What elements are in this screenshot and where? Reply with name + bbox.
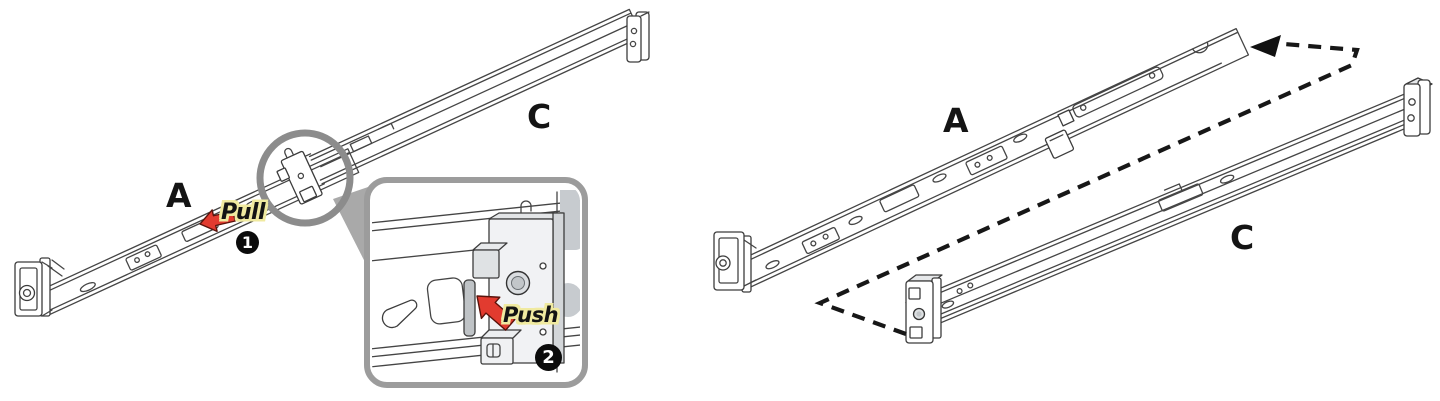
left-front-bracket bbox=[14, 257, 65, 317]
left-rail-c-section bbox=[308, 8, 643, 185]
pull-arrow-icon bbox=[199, 209, 236, 233]
detail-inset bbox=[364, 177, 588, 388]
right-rail-c-rear-bracket bbox=[1403, 77, 1433, 137]
right-rail-a bbox=[735, 27, 1250, 289]
label-rail-c-right: C bbox=[1230, 218, 1255, 257]
push-arrow-icon bbox=[476, 295, 516, 331]
push-label: Push bbox=[503, 303, 559, 327]
pull-label: Pull bbox=[221, 200, 266, 225]
right-rail-c-front-latch bbox=[905, 274, 943, 344]
right-rail-c bbox=[905, 89, 1427, 333]
step-2-badge: 2 bbox=[535, 344, 562, 371]
inset-rail-art bbox=[372, 190, 580, 373]
label-rail-a-left: A bbox=[166, 176, 192, 215]
left-rail-latch bbox=[276, 147, 323, 205]
step-1-badge: 1 bbox=[236, 231, 259, 254]
latch-block bbox=[463, 200, 565, 365]
right-rail-a-bracket bbox=[713, 231, 757, 293]
left-rail-a-section bbox=[36, 147, 360, 316]
label-rail-a-right: A bbox=[943, 101, 969, 140]
slide-direction-arrow-icon bbox=[1250, 35, 1281, 57]
label-rail-c-left: C bbox=[527, 97, 552, 136]
zoom-callout-circle bbox=[256, 129, 354, 227]
left-rear-bracket bbox=[626, 11, 650, 63]
slide-path-dashed bbox=[814, 41, 1360, 336]
keyhole-slot bbox=[381, 299, 418, 329]
